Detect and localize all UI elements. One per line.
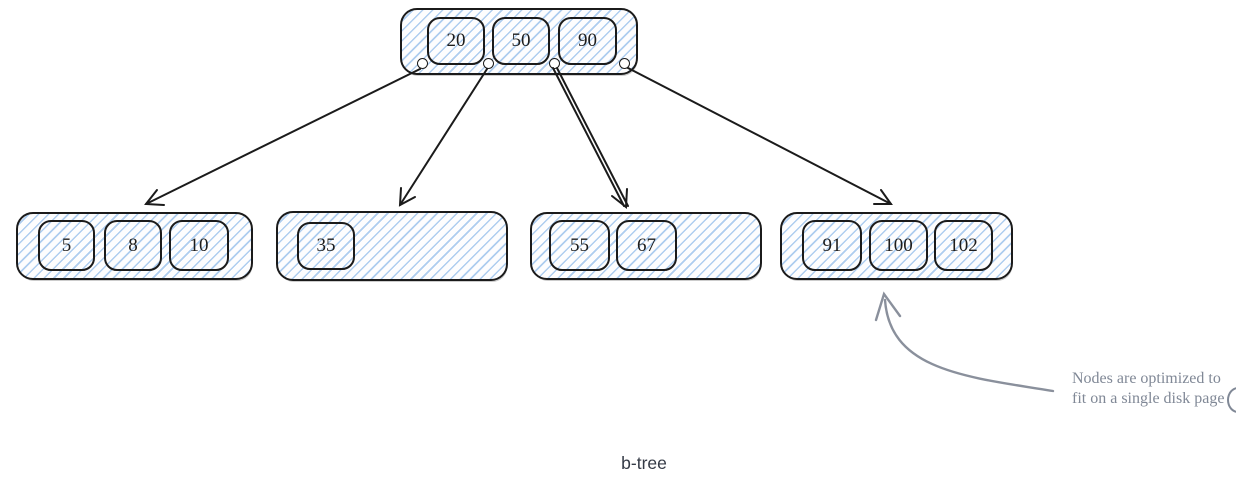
leaf1-key-5: 5	[38, 220, 95, 271]
annotation-curved-arrow	[874, 291, 1055, 393]
root-pointer-dot-1	[417, 58, 428, 69]
edge-arrow-root-to-child2	[398, 68, 488, 207]
edge-arrow-root-to-child1	[144, 68, 421, 206]
leaf4-key-100: 100	[869, 220, 928, 271]
root-pointer-dot-3	[549, 58, 560, 69]
leaf1-key-10: 10	[169, 220, 229, 271]
leaf-node-4	[780, 212, 1013, 280]
key-label: 55	[570, 234, 589, 256]
key-label: 10	[189, 234, 209, 256]
key-label: 67	[637, 234, 656, 256]
key-label: 91	[822, 234, 842, 256]
root-key-20: 20	[427, 17, 485, 65]
diagram-caption: b-tree	[621, 453, 667, 473]
leaf-node-1	[16, 212, 253, 280]
edge-arrow-root-to-child4	[627, 67, 893, 205]
leaf4-key-102: 102	[934, 220, 993, 271]
leaf2-key-35: 35	[297, 222, 355, 270]
key-label: 100	[884, 234, 913, 256]
disk-page-annotation: Nodes are optimized to fit on a single d…	[1072, 369, 1228, 409]
leaf3-key-67: 67	[616, 220, 677, 271]
key-label: 5	[61, 234, 72, 256]
root-key-90: 90	[558, 17, 617, 65]
annotation-line-2: fit on a single disk page	[1072, 390, 1225, 407]
edge-arrow-root-to-child3	[552, 67, 629, 209]
leaf4-key-91: 91	[802, 220, 862, 271]
key-label: 8	[128, 234, 138, 256]
annotation-line-1: Nodes are optimized to	[1072, 370, 1221, 387]
leaf1-key-8: 8	[104, 220, 162, 271]
clipped-circle-shape	[1227, 387, 1236, 413]
root-key-50: 50	[492, 17, 550, 65]
leaf-node-3	[530, 212, 762, 280]
leaf3-key-55: 55	[549, 220, 610, 271]
key-label: 20	[446, 30, 466, 51]
root-pointer-dot-4	[619, 58, 630, 69]
root-node	[400, 8, 638, 75]
key-label: 90	[578, 30, 597, 51]
key-label: 35	[316, 235, 336, 256]
key-label: 102	[949, 234, 978, 256]
key-label: 50	[511, 30, 531, 51]
root-pointer-dot-2	[483, 58, 494, 69]
